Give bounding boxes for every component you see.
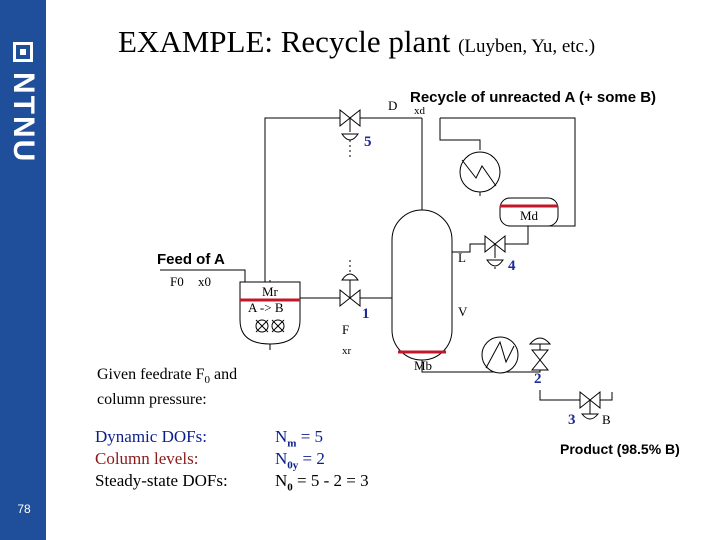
valve-1	[339, 273, 361, 308]
reflux-line	[440, 226, 529, 253]
ntnu-logo-icon	[13, 42, 33, 62]
caption-line1-sub: 0	[204, 374, 211, 387]
reboiler-holdup-label: Mb	[414, 358, 432, 373]
reaction-label: A -> B	[248, 300, 284, 315]
condenser-line	[439, 118, 481, 150]
reflux-label: L	[458, 250, 466, 265]
valve-5	[339, 108, 361, 141]
dof-label-dynamic: Dynamic DOFs:	[95, 427, 207, 446]
agitator-icon	[255, 319, 285, 333]
distillate-label: D	[388, 98, 397, 113]
caption-line1-end: and	[210, 366, 238, 383]
dof-value-levels: N0y = 2	[275, 449, 325, 472]
recycle-label: Recycle of unreacted A (+ some B)	[410, 89, 656, 106]
caption-line1: Given feedrate F	[97, 366, 205, 383]
dof-value-steady: N0 = 5 - 2 = 3	[275, 471, 369, 494]
given-caption: Given feedrate F0 and column pressure:	[97, 365, 297, 410]
ntnu-sidebar: NTNU 78	[0, 0, 46, 540]
valve-label-2: 2	[534, 371, 542, 387]
title-reference: (Luyben, Yu, etc.)	[458, 36, 596, 57]
slide-title: EXAMPLE: Recycle plant (Luyben, Yu, etc.…	[118, 24, 708, 60]
caption-line2: column pressure:	[97, 391, 207, 409]
valve-label-5: 5	[364, 134, 372, 150]
valve-label-1: 1	[362, 306, 370, 322]
feed-label: Feed of A	[157, 251, 225, 268]
ntnu-logo-text: NTNU	[7, 72, 40, 164]
title-main: EXAMPLE: Recycle plant	[118, 24, 451, 59]
valve-3	[579, 390, 601, 420]
bottoms-label: B	[602, 412, 611, 427]
recycle-line	[264, 117, 422, 300]
feed-comp-label: x0	[198, 274, 211, 289]
drum-outlet-line	[440, 117, 576, 227]
valve-label-4: 4	[508, 258, 516, 274]
feed-flow-label: F0	[170, 274, 184, 289]
valve-4	[484, 234, 506, 267]
condenser-holdup-label: Md	[520, 208, 539, 223]
boilup-label: V	[458, 304, 468, 319]
distillate-comp-label: xd	[414, 105, 426, 117]
reactor-outflow-label: F	[342, 322, 349, 337]
dof-label-steady: Steady-state DOFs:	[95, 471, 228, 490]
valve-label-3: 3	[568, 412, 576, 428]
reactor-holdup-label: Mr	[262, 284, 279, 299]
valve-2	[528, 337, 552, 371]
reboiler-icon	[481, 336, 519, 374]
bottoms-product-line	[539, 390, 613, 401]
product-label: Product (98.5% B)	[560, 441, 680, 457]
page-number: 78	[17, 502, 31, 516]
holdup-highlights	[240, 204, 558, 354]
reactor-tank	[239, 281, 301, 345]
dof-label-levels: Column levels:	[95, 449, 199, 468]
distillation-column	[391, 209, 453, 361]
reactor-outcomp-label: xr	[342, 345, 352, 357]
dof-value-dynamic: Nm = 5	[275, 427, 324, 450]
condenser-icon	[459, 151, 501, 193]
